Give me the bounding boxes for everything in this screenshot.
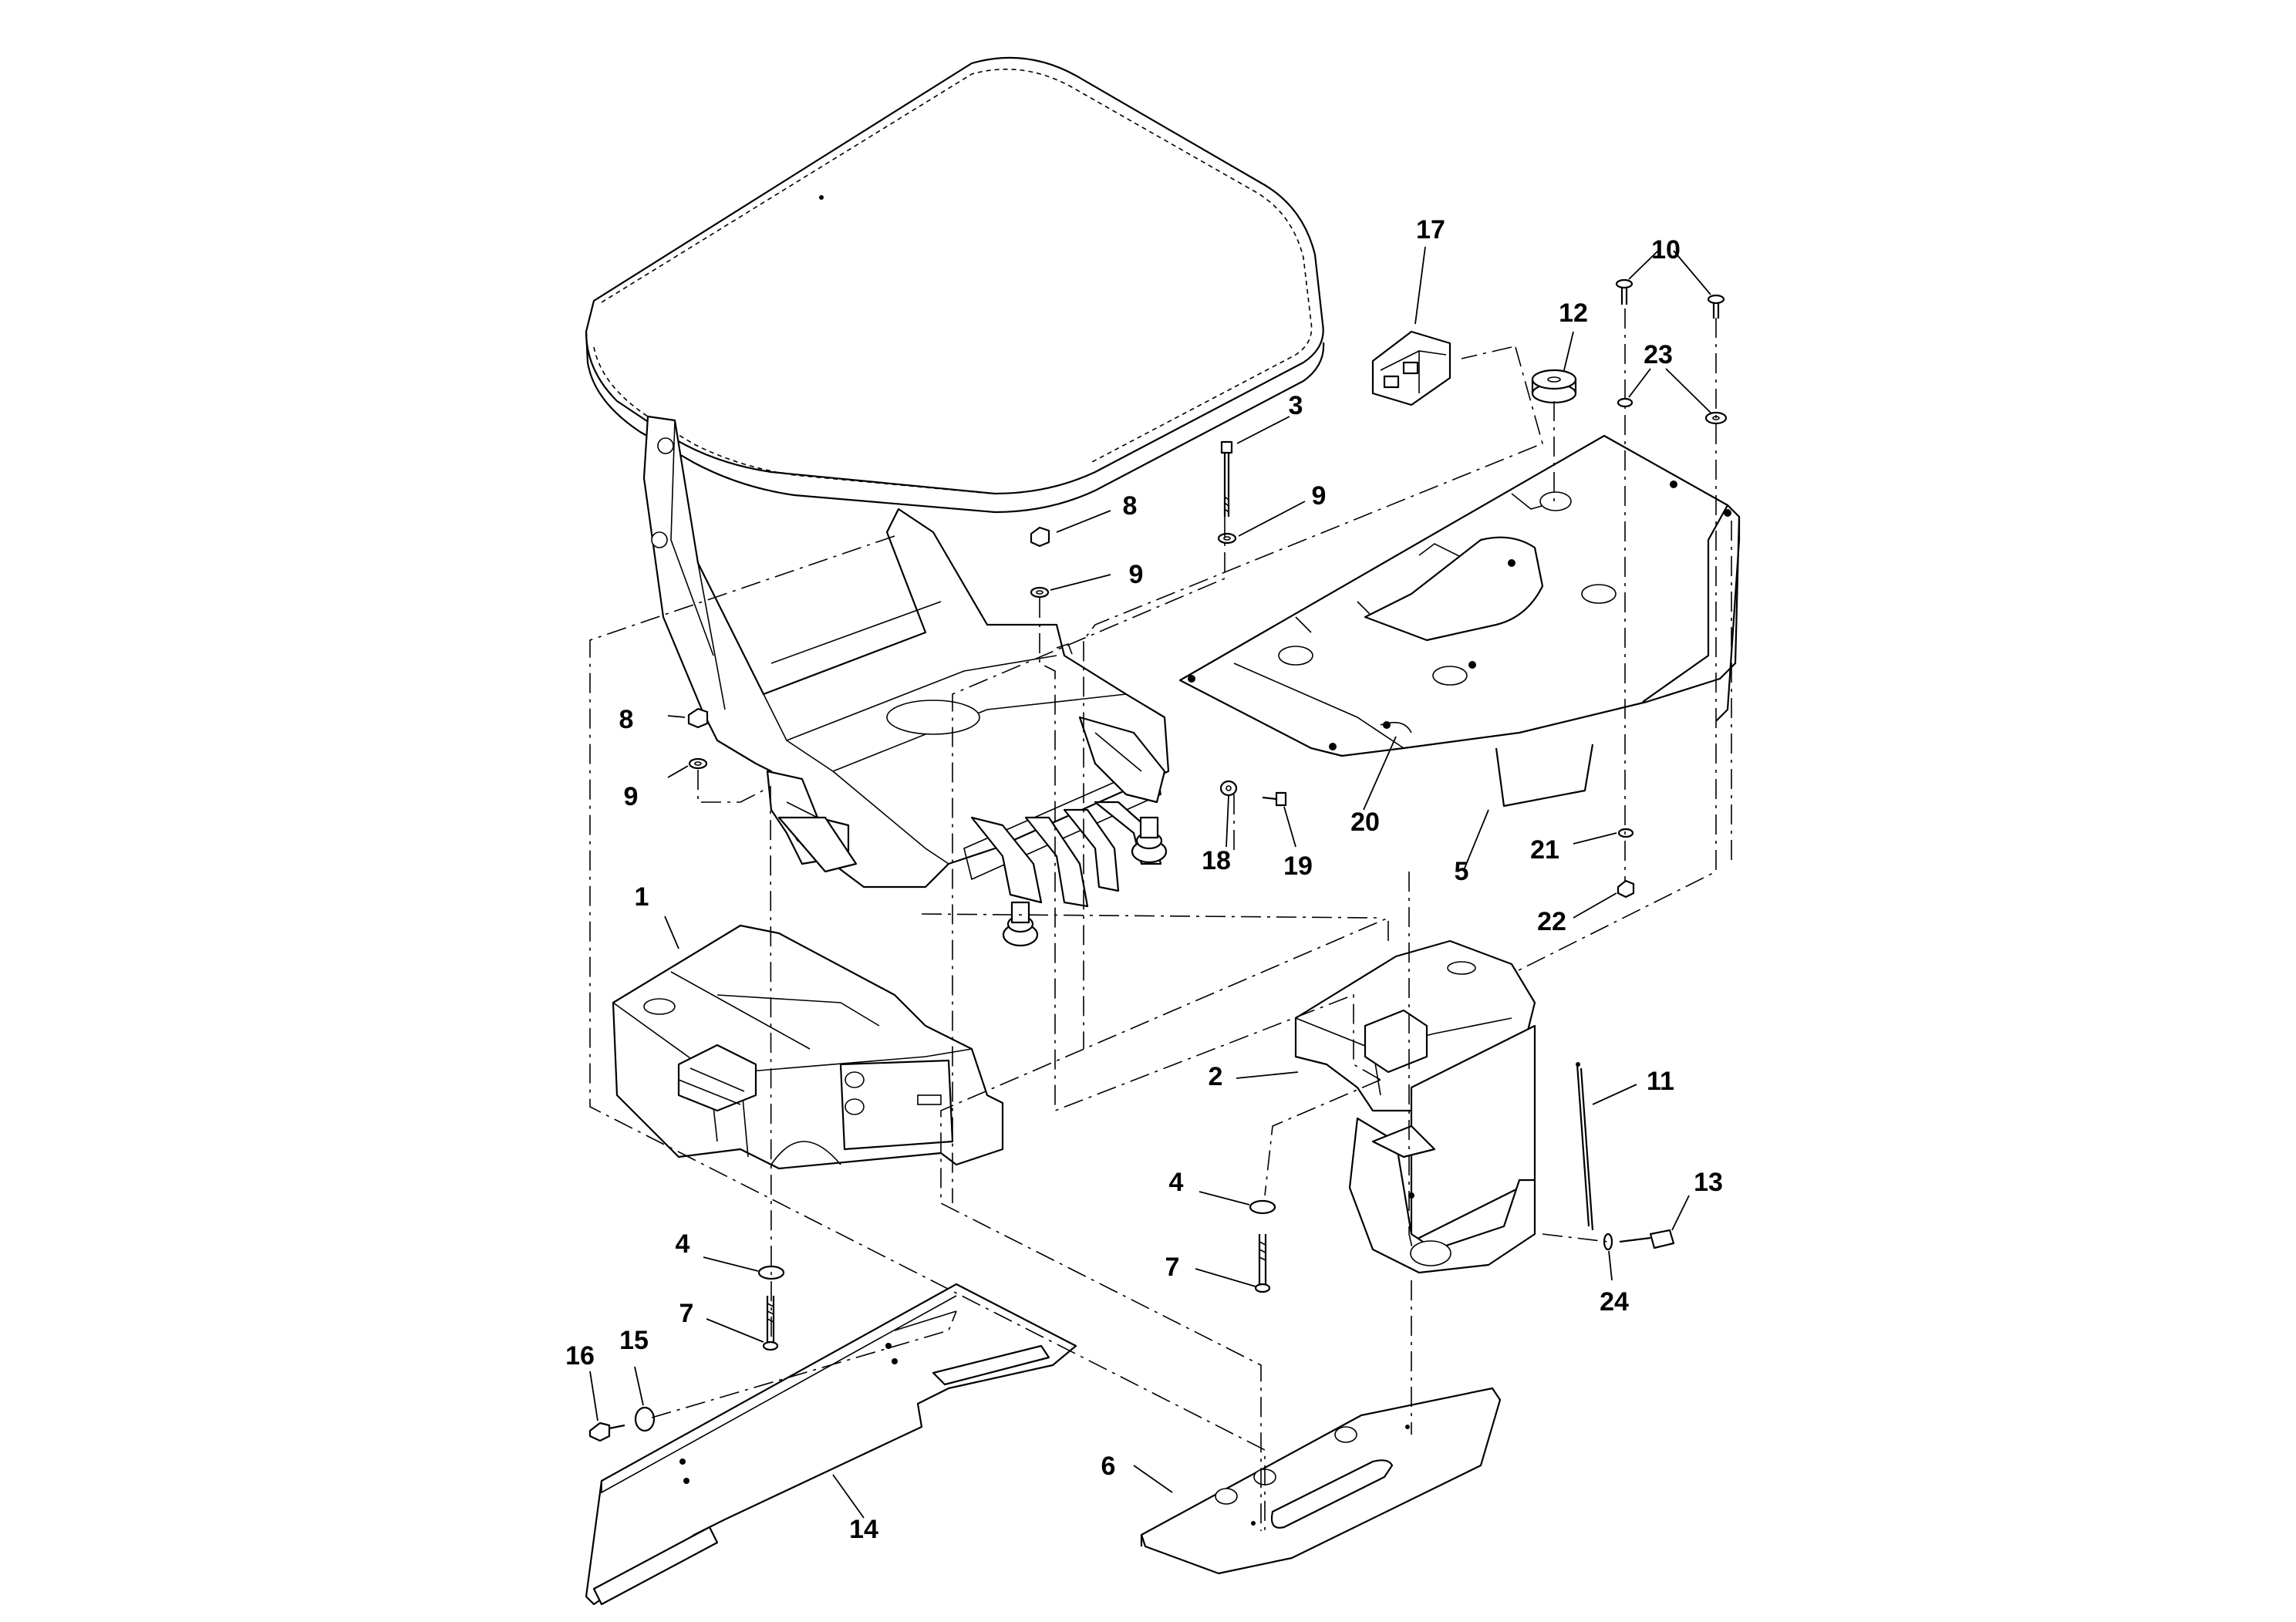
seat-switch-left — [1002, 901, 1039, 947]
washer-4-right — [1249, 1199, 1276, 1215]
nut-8-left — [687, 707, 709, 729]
cover-left-1 — [612, 924, 1004, 1170]
bolt-3 — [1220, 440, 1233, 517]
callout-17: 17 — [1416, 215, 1445, 244]
callout-6: 6 — [1101, 1452, 1116, 1481]
washer-15 — [634, 1406, 656, 1432]
bolt-10-right — [1707, 294, 1725, 319]
callout-12: 12 — [1559, 298, 1588, 328]
seat-cushion — [585, 56, 1325, 514]
seat-frame — [642, 415, 1170, 889]
floor-plate — [1178, 434, 1741, 808]
callout-7-left: 7 — [679, 1299, 694, 1328]
callout-4-left: 4 — [676, 1229, 690, 1259]
callout-15: 15 — [619, 1326, 649, 1355]
callout-13: 13 — [1694, 1168, 1723, 1197]
callout-8-left: 8 — [619, 705, 634, 734]
bolt-7-left — [762, 1296, 779, 1351]
callout-8-upper: 8 — [1123, 491, 1138, 521]
callout-23: 23 — [1644, 340, 1673, 369]
callout-9-right: 9 — [1312, 481, 1327, 511]
washer-23-left — [1617, 397, 1633, 408]
bolt-16 — [588, 1421, 625, 1442]
callout-22: 22 — [1537, 907, 1566, 936]
seat-switch-right — [1131, 816, 1168, 864]
alignment-lines — [589, 309, 1732, 1535]
grommet-12 — [1531, 369, 1577, 404]
tray-14 — [585, 1283, 1077, 1606]
callout-21: 21 — [1530, 835, 1559, 865]
callout-9-upper: 9 — [1129, 560, 1144, 589]
callout-labels: 17 10 12 23 3 9 8 9 8 9 18 19 20 5 21 22… — [565, 215, 1723, 1544]
callout-14: 14 — [849, 1515, 878, 1544]
callout-2: 2 — [1209, 1062, 1223, 1091]
callout-18: 18 — [1202, 846, 1231, 875]
nut-8-upper — [1030, 526, 1050, 548]
callout-7-right: 7 — [1165, 1253, 1180, 1282]
callout-19: 19 — [1283, 851, 1313, 881]
cover-right-2 — [1294, 939, 1536, 1274]
callout-4-right: 4 — [1169, 1168, 1184, 1197]
leader-lines — [589, 246, 1711, 1519]
rod-11 — [1576, 1062, 1594, 1231]
seat-mount-right — [1078, 716, 1166, 804]
nut-22 — [1617, 879, 1635, 899]
switch-17 — [1371, 330, 1451, 406]
callout-11: 11 — [1647, 1067, 1674, 1096]
screw-13 — [1619, 1229, 1675, 1249]
callout-16: 16 — [565, 1341, 595, 1371]
screw-19 — [1262, 791, 1287, 807]
callout-24: 24 — [1600, 1287, 1629, 1317]
callout-20: 20 — [1350, 808, 1380, 837]
callout-1: 1 — [635, 882, 649, 912]
seat-mount-left — [766, 770, 858, 873]
callout-9-left: 9 — [624, 782, 639, 811]
callout-10: 10 — [1651, 235, 1681, 265]
tray-6 — [1140, 1387, 1502, 1575]
bolt-7-right — [1254, 1234, 1271, 1293]
fork-brackets — [970, 801, 1162, 908]
washer-21 — [1617, 828, 1634, 838]
bolt-10-left — [1615, 278, 1633, 305]
callout-3: 3 — [1289, 391, 1303, 420]
callout-5: 5 — [1455, 857, 1469, 886]
